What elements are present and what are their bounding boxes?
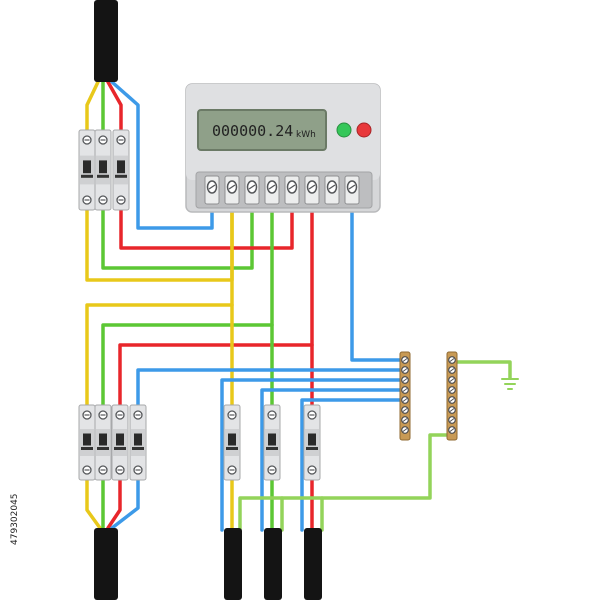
meter-unit: kWh [296, 130, 316, 140]
meter-terminal-4 [264, 175, 280, 205]
wire-4p-n [110, 478, 140, 530]
wire-earth-ground [453, 360, 512, 380]
indicator-red-icon [356, 122, 372, 138]
single-pole-breakers [223, 404, 321, 481]
outgoing-cable-1 [224, 528, 242, 600]
wire-meter-l2 [101, 203, 274, 407]
breaker-pole [111, 404, 129, 481]
breaker-pole [129, 404, 147, 481]
breaker-pole [94, 404, 112, 481]
meter-terminal-2 [224, 175, 240, 205]
toggle-icon [308, 433, 316, 446]
outgoing-cable-2 [264, 528, 282, 600]
toggle-icon [116, 433, 124, 446]
incoming-cable [94, 0, 118, 82]
toggle-icon [268, 433, 276, 446]
single-pole-breaker-3 [303, 404, 321, 481]
indicator-green-icon [336, 122, 352, 138]
meter-terminals [204, 175, 360, 205]
meter-terminal-3 [244, 175, 260, 205]
wire-meter-l1 [85, 203, 234, 407]
wire-meter-neutral [350, 203, 404, 362]
wire-n-sp1 [220, 378, 404, 532]
cables [94, 0, 322, 600]
energy-meter: 000000.24 kWh [185, 83, 381, 213]
outgoing-cable-main [94, 528, 118, 600]
breaker-pole [78, 404, 96, 481]
breaker-pole [94, 129, 112, 211]
earth-bus-bar [446, 351, 458, 441]
wire-n-4pole [136, 368, 404, 407]
toggle-icon [99, 433, 107, 446]
toggle-icon [134, 433, 142, 446]
wire-brk1-l3 [119, 203, 294, 250]
meter-terminal-5 [284, 175, 300, 205]
toggle-icon [83, 160, 91, 174]
breaker-pole [112, 129, 130, 211]
wire-earth-cables [238, 433, 450, 532]
ground-icon [501, 378, 519, 390]
toggle-icon [117, 160, 125, 174]
toggle-icon [228, 433, 236, 446]
neutral-bus-bar [399, 351, 411, 441]
meter-display [197, 109, 327, 151]
wire-4p-l1 [85, 478, 102, 530]
stock-id: 479302045 [10, 493, 20, 545]
wire-4p-l3 [106, 478, 122, 530]
wire-in-l3 [106, 80, 123, 132]
wire-meter-l3 [118, 203, 314, 407]
wires [85, 80, 512, 532]
meter-terminal-7 [324, 175, 340, 205]
meter-terminal-1 [204, 175, 220, 205]
main-breaker-3pole [78, 129, 130, 211]
meter-reading: 000000.24 [212, 122, 293, 140]
wire-in-l1 [85, 80, 100, 132]
toggle-icon [83, 433, 91, 446]
toggle-icon [99, 160, 107, 174]
wire-in-neutral [110, 80, 214, 230]
main-breaker-4pole [78, 404, 147, 481]
outgoing-cable-3 [304, 528, 322, 600]
wire-brk1-l2 [101, 203, 254, 270]
neutral-bus-bar-body [399, 351, 411, 441]
single-pole-breaker-2 [263, 404, 281, 481]
meter-terminal-8 [344, 175, 360, 205]
breaker-pole [78, 129, 96, 211]
wire-n-sp3 [300, 398, 404, 532]
earth-bus-bar-body [446, 351, 458, 441]
meter-terminal-6 [304, 175, 320, 205]
single-pole-breaker-1 [223, 404, 241, 481]
wire-n-sp2 [260, 388, 404, 532]
